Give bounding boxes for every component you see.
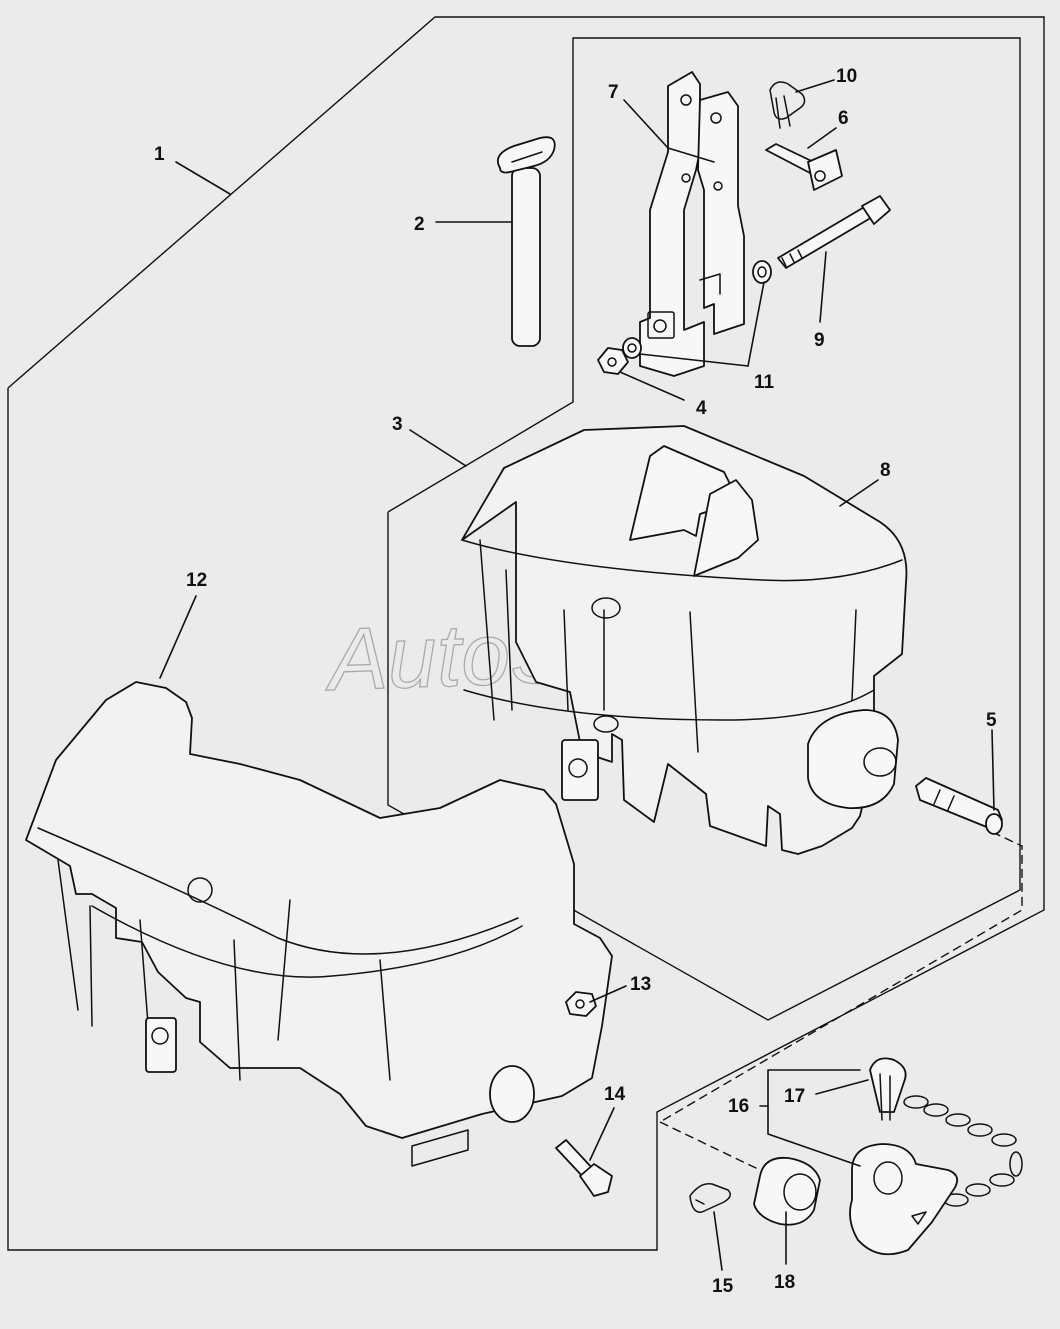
part-14-bolt <box>555 1139 613 1197</box>
part-11-washer <box>622 260 772 359</box>
part-7-bracket <box>639 71 745 377</box>
callout-16: 16 <box>728 1096 749 1117</box>
callout-10: 10 <box>836 66 857 87</box>
callout-6: 6 <box>838 108 849 129</box>
part-8-weight <box>461 425 908 855</box>
callout-15: 15 <box>712 1276 734 1297</box>
callout-2: 2 <box>414 214 425 235</box>
part-4-nut <box>597 347 629 375</box>
part-10-lynch-pin <box>769 81 806 129</box>
part-13-nut <box>565 991 597 1017</box>
callout-17: 17 <box>784 1086 805 1107</box>
callout-14: 14 <box>604 1084 626 1105</box>
part-16-coupling <box>849 1143 958 1256</box>
part-6-pin <box>765 143 843 191</box>
callout-4: 4 <box>696 398 707 419</box>
part-2-pin <box>496 136 556 347</box>
part-12-weight-bar <box>25 681 613 1167</box>
callout-5: 5 <box>986 710 997 731</box>
callout-13: 13 <box>630 974 651 995</box>
part-15-clip <box>689 1183 731 1213</box>
leader-lines <box>159 79 995 1271</box>
callout-3: 3 <box>392 414 403 435</box>
part-5-pin <box>915 777 1003 835</box>
callout-1: 1 <box>154 144 165 165</box>
callout-8: 8 <box>880 460 891 481</box>
callout-labels: 1 2 3 4 5 6 7 8 9 10 11 12 13 14 15 16 1… <box>154 66 997 1297</box>
callout-18: 18 <box>774 1272 795 1293</box>
callout-12: 12 <box>186 570 207 591</box>
callout-7: 7 <box>608 82 619 103</box>
callout-11: 11 <box>754 372 775 393</box>
callout-9: 9 <box>814 330 825 351</box>
part-9-bolt <box>777 195 891 269</box>
part-18-bushing <box>753 1156 821 1226</box>
group-frame-16 <box>659 831 1023 1171</box>
